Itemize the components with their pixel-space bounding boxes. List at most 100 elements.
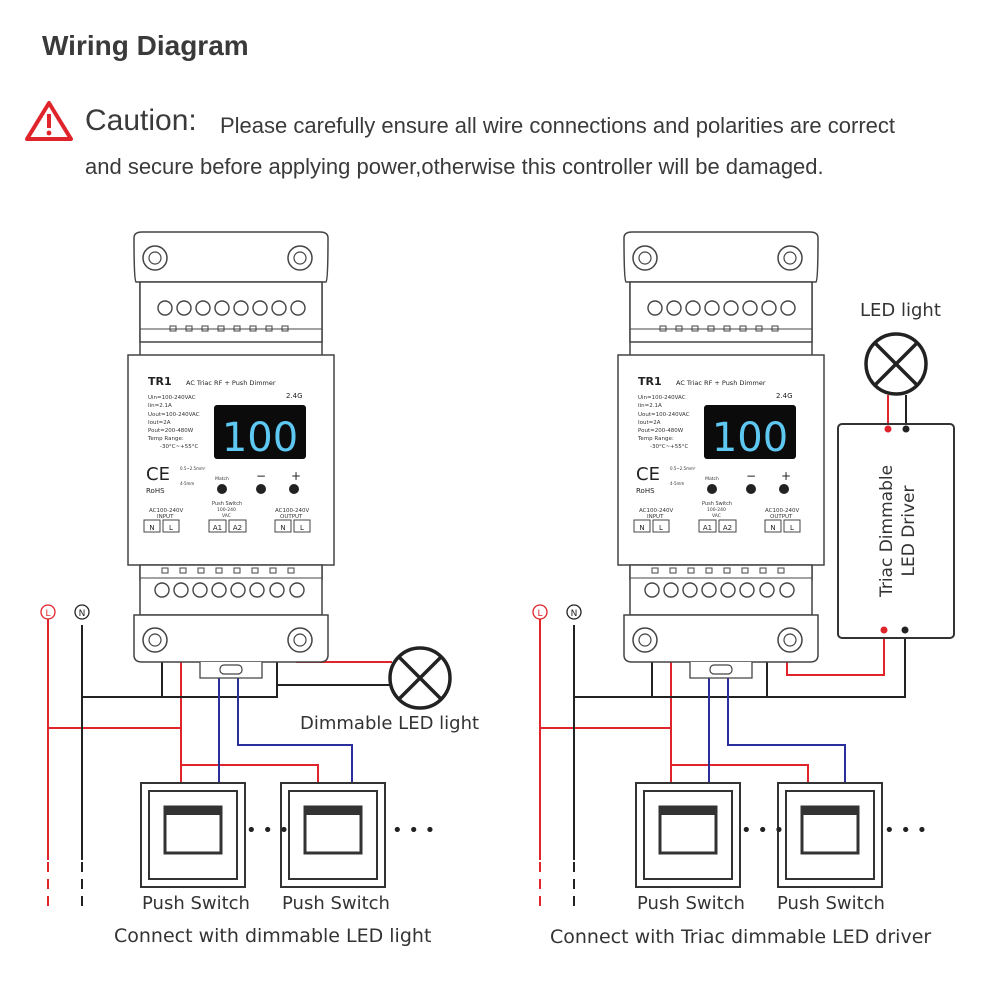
svg-text:L: L xyxy=(790,524,794,532)
more-switches-dots-left-2: • • • xyxy=(392,820,435,841)
more-switches-dots-left-1: • • • xyxy=(246,820,289,841)
svg-text:Uout=100-240VAC: Uout=100-240VAC xyxy=(638,412,690,418)
svg-text:4-5mm: 4-5mm xyxy=(180,481,194,486)
svg-text:N: N xyxy=(280,524,285,532)
svg-text:N: N xyxy=(639,524,644,532)
svg-text:0.5~2.5mm²: 0.5~2.5mm² xyxy=(180,466,206,471)
svg-text:L: L xyxy=(300,524,304,532)
model-label: TR1 xyxy=(148,375,172,388)
neutral-label-right: N xyxy=(571,609,578,619)
left-diagram xyxy=(40,231,452,910)
svg-text:INPUT: INPUT xyxy=(647,514,664,520)
svg-text:INPUT: INPUT xyxy=(157,514,174,520)
rf-label: 2.4G xyxy=(286,392,303,400)
rohs-mark: RoHS xyxy=(146,487,165,495)
warning-triangle-icon xyxy=(25,101,73,141)
ce-mark: CE xyxy=(146,464,170,485)
plus-label: + xyxy=(291,469,301,483)
driver-label-line2: LED Driver xyxy=(899,485,919,576)
switch-label-right-1: Push Switch xyxy=(637,893,745,914)
minus-label: − xyxy=(256,469,266,483)
temp-value: -30°C~+55°C xyxy=(160,444,199,450)
svg-text:0.5~2.5mm²: 0.5~2.5mm² xyxy=(670,466,696,471)
pout-label: Pout=200-480W xyxy=(148,428,194,434)
svg-text:L: L xyxy=(169,524,173,532)
svg-text:A2: A2 xyxy=(233,524,242,532)
svg-text:Uin=100-240VAC: Uin=100-240VAC xyxy=(638,395,686,401)
svg-text:Push Switch: Push Switch xyxy=(702,501,732,507)
svg-text:A2: A2 xyxy=(723,524,732,532)
live-marker-right xyxy=(532,604,548,620)
svg-text:RoHS: RoHS xyxy=(636,487,655,495)
iout-label: Iout=2A xyxy=(148,420,171,426)
push-switch-left-2 xyxy=(279,781,387,889)
switch-label-left-2: Push Switch xyxy=(282,893,390,914)
svg-text:N: N xyxy=(770,524,775,532)
display-readout: 100 xyxy=(222,415,298,461)
load-label-left: Dimmable LED light xyxy=(300,713,479,734)
caption-left: Connect with dimmable LED light xyxy=(114,925,431,947)
svg-text:Iout=2A: Iout=2A xyxy=(638,420,661,426)
led-driver-box xyxy=(837,423,955,639)
svg-text:−: − xyxy=(746,469,756,483)
svg-text:AC Triac RF + Push Dimmer: AC Triac RF + Push Dimmer xyxy=(676,379,766,387)
display-readout-right: 100 xyxy=(712,415,788,461)
lamp-icon-left xyxy=(388,646,452,710)
uin-label: Uin=100-240VAC xyxy=(148,395,196,401)
driver-label-line1: Triac Dimmable xyxy=(877,465,897,598)
load-label-right: LED light xyxy=(860,300,941,321)
page-title: Wiring Diagram xyxy=(42,30,249,61)
push-switch-right-1 xyxy=(634,781,742,889)
live-label-left: L xyxy=(45,609,50,619)
right-diagram xyxy=(532,231,955,910)
switch-label-right-2: Push Switch xyxy=(777,893,885,914)
more-switches-dots-right-1: • • • xyxy=(741,820,784,841)
device-name: AC Triac RF + Push Dimmer xyxy=(186,379,276,387)
device-labels-left: TR1 AC Triac RF + Push Dimmer Uin=100-24… xyxy=(146,375,309,532)
svg-text:Match: Match xyxy=(705,476,719,482)
svg-text:AC100-240V: AC100-240V xyxy=(149,508,183,514)
svg-text:VAC: VAC xyxy=(222,513,231,519)
caution-text-line1: Please carefully ensure all wire connect… xyxy=(220,113,896,138)
svg-text:A1: A1 xyxy=(213,524,222,532)
svg-text:N: N xyxy=(149,524,154,532)
svg-text:L: L xyxy=(659,524,663,532)
svg-text:AC100-240V: AC100-240V xyxy=(639,508,673,514)
switch-label-left-1: Push Switch xyxy=(142,893,250,914)
push-switch-left-1 xyxy=(139,781,247,889)
caution-text-line2: and secure before applying power,otherwi… xyxy=(85,154,824,179)
uout-label: Uout=100-240VAC xyxy=(148,412,200,418)
svg-text:Push Switch: Push Switch xyxy=(212,501,242,507)
svg-text:-30°C~+55°C: -30°C~+55°C xyxy=(650,444,689,450)
svg-text:A1: A1 xyxy=(703,524,712,532)
svg-text:100-240: 100-240 xyxy=(707,507,726,513)
temp-label: Temp Range: xyxy=(147,436,184,442)
svg-text:+: + xyxy=(781,469,791,483)
svg-text:Iin=2.1A: Iin=2.1A xyxy=(638,403,662,409)
svg-text:OUTPUT: OUTPUT xyxy=(770,514,793,520)
svg-text:Temp Range:: Temp Range: xyxy=(637,436,674,442)
svg-text:Pout=200-480W: Pout=200-480W xyxy=(638,428,684,434)
svg-text:VAC: VAC xyxy=(712,513,721,519)
more-switches-dots-right-2: • • • xyxy=(884,820,927,841)
match-label: Match xyxy=(215,476,229,482)
live-marker-left xyxy=(40,604,56,620)
push-switch-right-2 xyxy=(776,781,884,889)
neutral-marker-right xyxy=(566,604,582,620)
svg-text:100-240: 100-240 xyxy=(217,507,236,513)
lamp-icon-right xyxy=(864,332,928,396)
neutral-label-left: N xyxy=(79,609,86,619)
live-label-right: L xyxy=(537,609,542,619)
caution-label: Caution: xyxy=(85,104,197,137)
caption-right: Connect with Triac dimmable LED driver xyxy=(550,926,931,948)
neutral-marker-left xyxy=(74,604,90,620)
svg-text:TR1: TR1 xyxy=(638,375,662,388)
svg-text:4-5mm: 4-5mm xyxy=(670,481,684,486)
svg-text:OUTPUT: OUTPUT xyxy=(280,514,303,520)
svg-text:CE: CE xyxy=(636,464,660,485)
svg-text:AC100-240V: AC100-240V xyxy=(765,508,799,514)
svg-text:2.4G: 2.4G xyxy=(776,392,793,400)
device-labels-right: TR1 AC Triac RF + Push Dimmer Uin=100-24… xyxy=(636,375,799,532)
iin-label: Iin=2.1A xyxy=(148,403,172,409)
